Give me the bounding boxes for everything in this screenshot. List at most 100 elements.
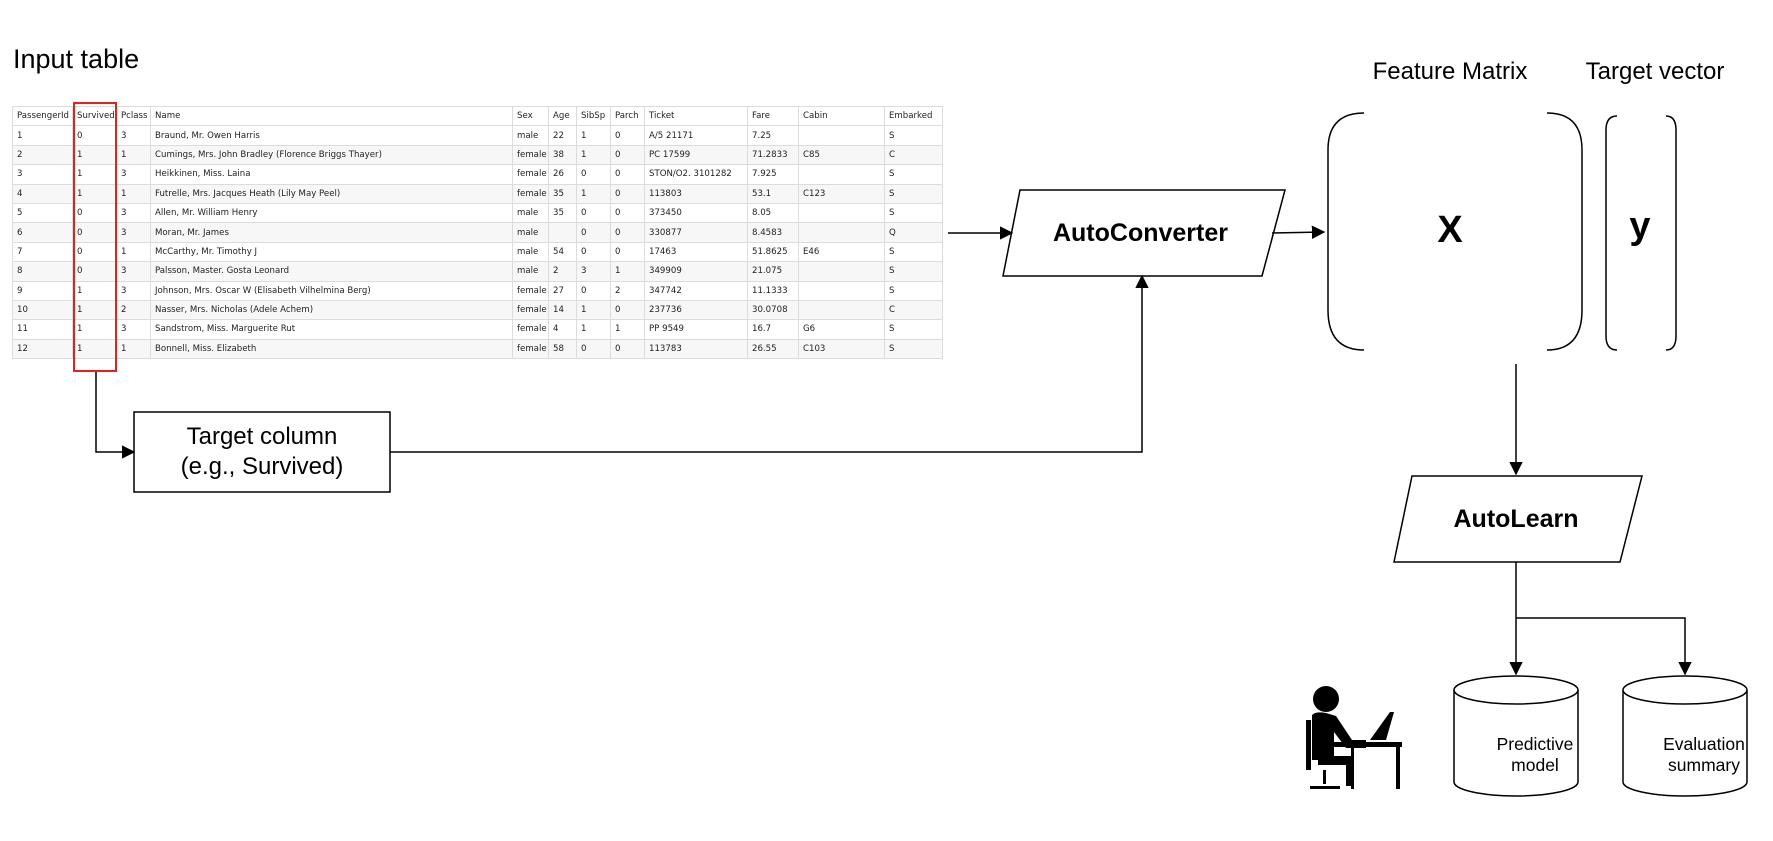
arrow-autolearn-to-summary	[1516, 617, 1692, 676]
table-cell: 26.55	[747, 338, 799, 360]
table-cell: Futrelle, Mrs. Jacques Heath (Lily May P…	[150, 183, 513, 204]
table-cell: 373450	[644, 202, 748, 224]
column-header: Embarked	[884, 105, 943, 127]
table-cell: female	[512, 299, 549, 321]
table-cell	[798, 222, 885, 243]
table-cell: S	[884, 125, 943, 146]
table-cell: Nasser, Mrs. Nicholas (Adele Achem)	[150, 299, 513, 321]
table-cell: female	[512, 144, 549, 166]
table-cell: 14	[548, 299, 577, 321]
table-cell: 3	[116, 164, 151, 185]
table-cell: 1	[576, 299, 611, 321]
table-cell: S	[884, 183, 943, 204]
table-cell: 1	[576, 125, 611, 146]
arrow-autoconverter-to-matrix	[1271, 225, 1326, 239]
table-cell: 330877	[644, 222, 748, 243]
table-cell: 1	[610, 261, 645, 282]
table-cell: 38	[548, 144, 577, 166]
table-cell: 0	[610, 144, 645, 166]
table-cell: 113783	[644, 338, 748, 360]
table-cell: 0	[610, 338, 645, 360]
arrow-survived-to-target	[95, 372, 136, 459]
table-cell	[798, 261, 885, 282]
feature-matrix-left-bracket	[1327, 112, 1365, 351]
table-cell: S	[884, 164, 943, 185]
table-cell: Allen, Mr. William Henry	[150, 202, 513, 224]
table-cell: C123	[798, 183, 885, 204]
feature-matrix-label: Feature Matrix	[1372, 58, 1528, 85]
table-cell: 0	[576, 222, 611, 243]
autolearn-shape	[1393, 475, 1643, 563]
table-cell: 0	[610, 183, 645, 204]
table-cell: female	[512, 183, 549, 204]
feature-matrix-right-bracket	[1546, 112, 1583, 351]
table-cell: Bonnell, Miss. Elizabeth	[150, 338, 513, 360]
table-cell: Moran, Mr. James	[150, 222, 513, 243]
table-cell	[548, 222, 577, 243]
table-cell: 1	[116, 338, 151, 360]
survived-column-highlight	[73, 102, 117, 372]
autolearn-label: AutoLearn	[1453, 504, 1579, 533]
target-vector-right-bracket	[1665, 115, 1677, 351]
table-cell: S	[884, 338, 943, 360]
input-table-title: Input table	[13, 44, 140, 74]
table-cell: 2	[12, 144, 73, 166]
target-vector-label: Target vector	[1585, 58, 1725, 85]
arrow-target-to-autoconverter	[390, 274, 1149, 453]
table-cell: 6	[12, 222, 73, 243]
table-cell: 21.075	[747, 261, 799, 282]
target-column-label: Target column(e.g., Survived)	[180, 423, 344, 480]
predictive-model-cylinder	[1453, 675, 1579, 797]
table-cell: 1	[72, 144, 117, 166]
table-cell: 1	[576, 144, 611, 166]
target-vector-symbol: y	[1629, 204, 1651, 247]
table-cell: Cumings, Mrs. John Bradley (Florence Bri…	[150, 144, 513, 166]
target-vector-left-bracket	[1605, 115, 1618, 351]
table-cell: 237736	[644, 299, 748, 321]
table-cell: 30.0708	[747, 299, 799, 321]
autoconverter-label: AutoConverter	[1052, 218, 1228, 247]
table-cell: C85	[798, 144, 885, 166]
table-cell: 1	[72, 183, 117, 204]
table-cell: 0	[576, 338, 611, 360]
table-cell: 35	[548, 202, 577, 224]
table-cell: 0	[610, 299, 645, 321]
person-at-laptop-icon	[1306, 686, 1402, 789]
table-cell: 53.1	[747, 183, 799, 204]
table-cell: 3	[116, 125, 151, 146]
table-cell: C103	[798, 338, 885, 360]
table-cell: S	[884, 202, 943, 224]
table-cell: 8.4583	[747, 222, 799, 243]
table-cell: 349909	[644, 261, 748, 282]
table-cell: 4	[12, 183, 73, 204]
feature-matrix-symbol: X	[1437, 208, 1463, 251]
table-cell: Q	[884, 222, 943, 243]
table-cell: C	[884, 144, 943, 166]
table-cell: 1	[116, 183, 151, 204]
table-cell: 58	[548, 338, 577, 360]
table-cell: PC 17599	[644, 144, 748, 166]
table-cell: 12	[12, 338, 73, 360]
table-cell: 1	[72, 338, 117, 360]
table-cell: 0	[610, 202, 645, 224]
table-cell: 71.2833	[747, 144, 799, 166]
table-cell: 35	[548, 183, 577, 204]
table-cell: male	[512, 125, 549, 146]
table-cell: STON/O2. 3101282	[644, 164, 748, 185]
evaluation-summary-cylinder	[1622, 675, 1748, 797]
table-cell: 3	[116, 202, 151, 224]
autoconverter-shape	[1002, 189, 1286, 277]
